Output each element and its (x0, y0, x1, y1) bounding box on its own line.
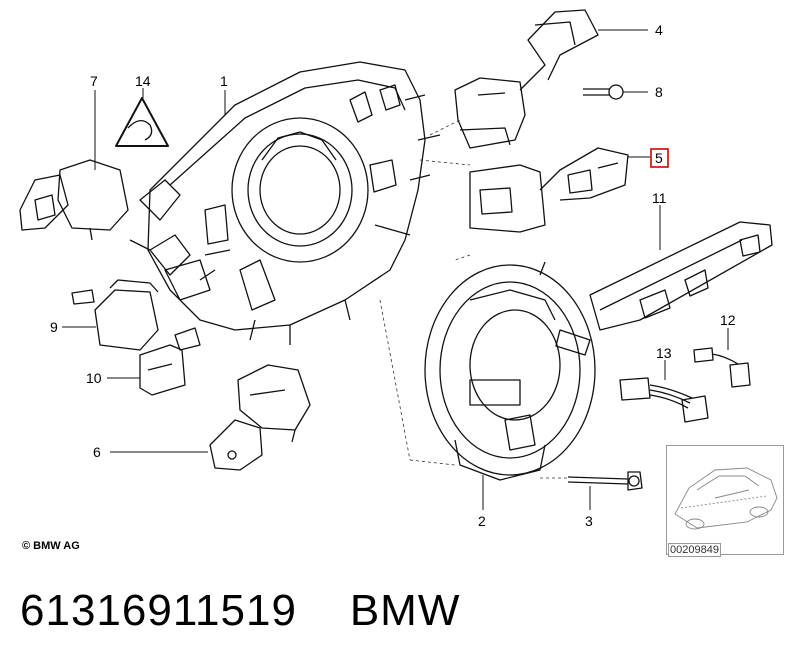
callout-7: 7 (90, 73, 98, 89)
callout-6: 6 (93, 444, 101, 460)
callout-numbers: 1 2 3 4 5 6 7 8 9 10 11 12 13 14 (50, 22, 736, 529)
part-10-connector (139, 327, 201, 396)
part-5-stalk (469, 147, 629, 233)
callout-13: 13 (656, 345, 672, 361)
part-7-switch (19, 159, 129, 241)
callout-5: 5 (655, 150, 663, 166)
callout-9: 9 (50, 319, 58, 335)
part-14-warning-label (115, 97, 169, 147)
callout-1: 1 (220, 73, 228, 89)
callout-2: 2 (478, 513, 486, 529)
callout-8: 8 (655, 84, 663, 100)
alignment-lines (379, 119, 568, 479)
part-13-harness (619, 377, 709, 423)
vehicle-reference-thumbnail (666, 445, 784, 555)
part-1-switch-housing (129, 61, 441, 345)
callout-11: 11 (652, 190, 667, 206)
callout-14: 14 (135, 73, 151, 89)
car-outline-icon (674, 467, 778, 530)
part-4-stalk (454, 9, 599, 149)
brand-name: BMW (349, 586, 461, 635)
leader-lines (62, 29, 729, 510)
copyright-notice: © BMW AG (22, 540, 80, 552)
part-2-clock-spring (424, 261, 596, 481)
part-number-title: 61316911519 BMW (20, 586, 460, 636)
callout-12: 12 (720, 312, 736, 328)
callout-10: 10 (86, 370, 102, 386)
part-12-connector (693, 347, 751, 388)
part-6-switch (209, 364, 311, 471)
part-3-screw (567, 471, 643, 491)
part-11-module (589, 221, 773, 331)
part-number: 61316911519 (20, 586, 297, 635)
callout-3: 3 (585, 513, 593, 529)
part-9-switch (71, 279, 159, 351)
part-8-bolt (583, 84, 624, 100)
callout-5-highlight (650, 148, 669, 168)
callout-4: 4 (655, 22, 663, 38)
reference-code: 00209849 (668, 543, 721, 557)
